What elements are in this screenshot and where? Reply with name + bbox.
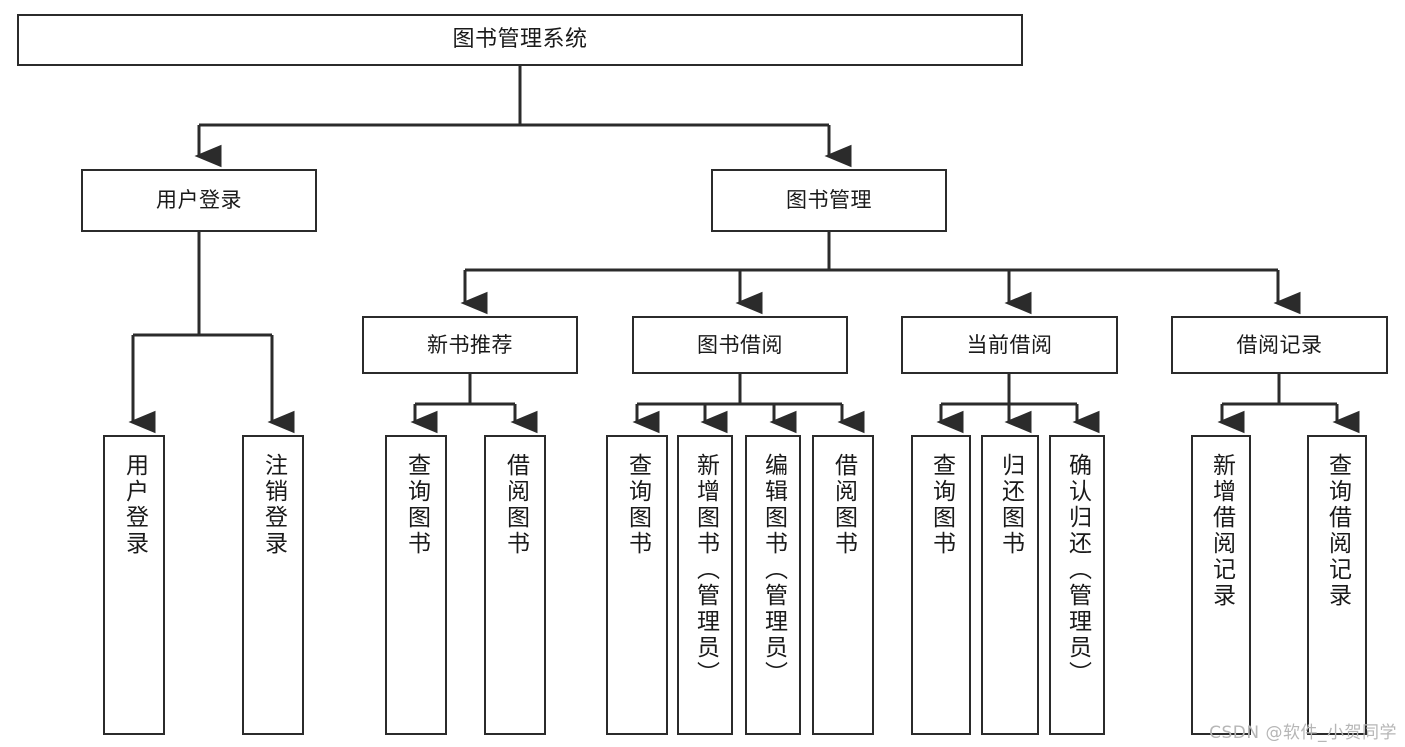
node-label: 新书推荐: [427, 332, 513, 357]
node-label: 用户登录: [121, 453, 148, 557]
node-root-system[interactable]: 图书管理系统: [17, 14, 1023, 66]
node-label: 查询图书: [928, 453, 955, 557]
node-label: 新增图书（管理员）: [692, 453, 719, 687]
node-label: 编辑图书（管理员）: [760, 453, 787, 687]
leaf-current-confirm-return-admin[interactable]: 确认归还（管理员）: [1049, 435, 1105, 735]
csdn-watermark: CSDN @软件_小贺同学: [1209, 723, 1397, 743]
node-label: 借阅图书: [830, 453, 857, 557]
node-label: 确认归还（管理员）: [1064, 453, 1091, 687]
node-label: 用户登录: [156, 188, 242, 213]
leaf-recommend-query-book[interactable]: 查询图书: [385, 435, 447, 735]
node-label: 查询图书: [403, 453, 430, 557]
leaf-user-login[interactable]: 用户登录: [103, 435, 165, 735]
node-current-borrow[interactable]: 当前借阅: [901, 316, 1118, 374]
node-label: 注销登录: [260, 453, 287, 557]
leaf-borrow-add-book-admin[interactable]: 新增图书（管理员）: [677, 435, 733, 735]
node-label: 查询借阅记录: [1324, 453, 1351, 609]
node-book-management[interactable]: 图书管理: [711, 169, 947, 232]
node-label: 新增借阅记录: [1208, 453, 1235, 609]
leaf-record-query-record[interactable]: 查询借阅记录: [1307, 435, 1367, 735]
node-label: 归还图书: [997, 453, 1024, 557]
leaf-borrow-query-book[interactable]: 查询图书: [606, 435, 668, 735]
node-label: 借阅记录: [1236, 332, 1323, 357]
leaf-borrow-edit-book-admin[interactable]: 编辑图书（管理员）: [745, 435, 801, 735]
leaf-current-query-book[interactable]: 查询图书: [911, 435, 971, 735]
leaf-logout[interactable]: 注销登录: [242, 435, 304, 735]
node-new-book-recommend[interactable]: 新书推荐: [362, 316, 578, 374]
leaf-borrow-borrow-book[interactable]: 借阅图书: [812, 435, 874, 735]
node-user-login[interactable]: 用户登录: [81, 169, 317, 232]
node-label: 当前借阅: [966, 332, 1053, 357]
node-borrow-record[interactable]: 借阅记录: [1171, 316, 1388, 374]
node-label: 借阅图书: [502, 453, 529, 557]
leaf-recommend-borrow-book[interactable]: 借阅图书: [484, 435, 546, 735]
node-label: 图书管理: [786, 188, 872, 213]
node-label: 图书管理系统: [452, 27, 588, 53]
leaf-current-return-book[interactable]: 归还图书: [981, 435, 1039, 735]
node-book-borrow[interactable]: 图书借阅: [632, 316, 848, 374]
node-label: 查询图书: [624, 453, 651, 557]
node-label: 图书借阅: [697, 332, 783, 357]
leaf-record-add-record[interactable]: 新增借阅记录: [1191, 435, 1251, 735]
